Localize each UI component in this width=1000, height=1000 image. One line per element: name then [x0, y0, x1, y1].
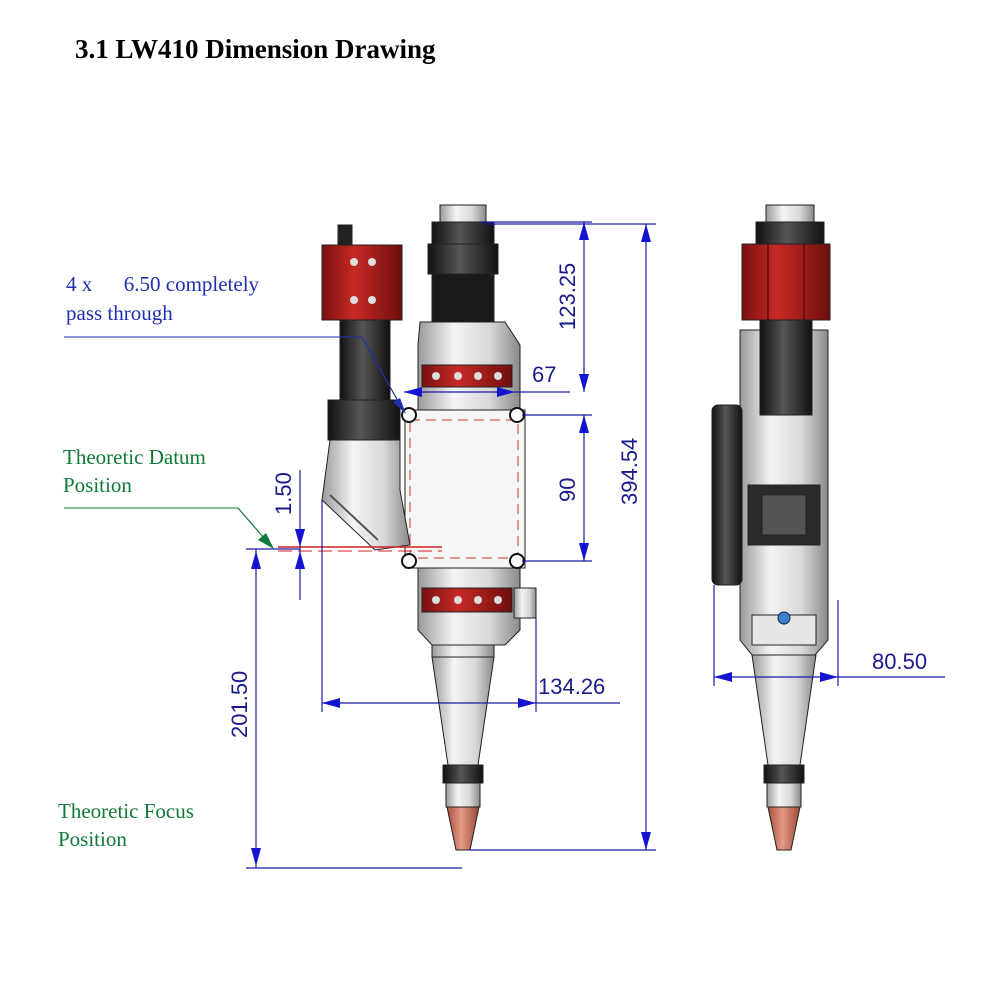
dimension-side-view-width [713, 585, 945, 686]
dimension-total-height [470, 223, 656, 851]
label-focus-height: 201.50 [227, 671, 252, 738]
focus-note-line1: Theoretic Focus [58, 799, 194, 823]
label-datum-offset: 1.50 [271, 472, 296, 515]
label-total-height: 394.54 [617, 438, 642, 505]
label-side-view-width: 80.50 [872, 649, 927, 674]
front-view-head [401, 204, 537, 851]
dimension-focus-height [246, 548, 462, 869]
holes-note-line1: 4 x 6.50 completely [66, 272, 260, 296]
label-side-width: 134.26 [538, 674, 605, 699]
front-view-collimator [321, 224, 411, 551]
page-title: 3.1 LW410 Dimension Drawing [75, 34, 436, 64]
datum-note-line2: Position [63, 473, 132, 497]
dimension-side-width [321, 500, 620, 712]
dimension-hole-width [404, 387, 570, 397]
label-hole-spacing: 90 [555, 478, 580, 502]
datum-note-line1: Theoretic Datum [63, 445, 206, 469]
label-hole-width: 67 [532, 362, 556, 387]
focus-note-line2: Position [58, 827, 127, 851]
holes-note-line2: pass through [66, 301, 173, 325]
leader-lines [64, 336, 406, 549]
label-upper-height: 123.25 [555, 263, 580, 330]
dimension-upper-height [480, 221, 592, 392]
side-view-head [711, 204, 831, 851]
dimension-datum-offset [278, 470, 442, 600]
dimension-hole-spacing [522, 414, 592, 562]
